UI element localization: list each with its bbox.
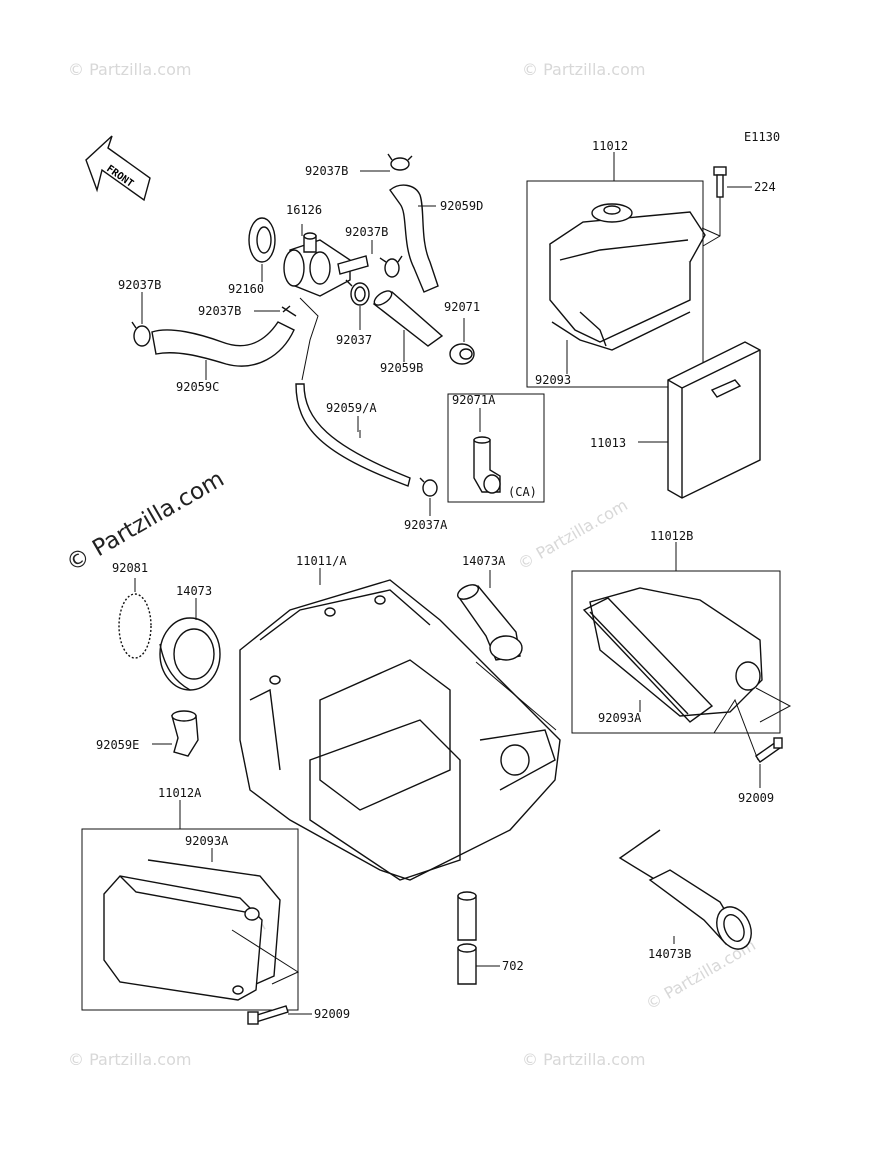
clip-92037B-small bbox=[281, 305, 297, 317]
watermark-top-right: © Partzilla.com bbox=[522, 60, 645, 79]
label-16126: 16126 bbox=[286, 203, 322, 217]
label-14073B: 14073B bbox=[648, 947, 691, 961]
label-92059E: 92059E bbox=[96, 738, 139, 752]
part-11012A-cover bbox=[103, 859, 281, 1001]
diagram-code: E1130 bbox=[744, 130, 780, 144]
duct-14073B bbox=[618, 829, 752, 950]
label-CA: (CA) bbox=[508, 485, 537, 499]
label-11012A: 11012A bbox=[158, 786, 202, 800]
clamp-92037B-top bbox=[387, 153, 413, 171]
label-92009-right: 92009 bbox=[738, 791, 774, 805]
label-92093: 92093 bbox=[535, 373, 571, 387]
clamp-92037A bbox=[419, 477, 438, 497]
label-92093A-left: 92093A bbox=[185, 834, 229, 848]
watermark-bottom-right: © Partzilla.com bbox=[522, 1050, 645, 1069]
kit-box-11012 bbox=[526, 180, 704, 388]
label-11012: 11012 bbox=[592, 139, 628, 153]
label-92160: 92160 bbox=[228, 282, 264, 296]
label-92059B: 92059B bbox=[380, 361, 423, 375]
kit-box-11012A bbox=[81, 828, 299, 1011]
label-92081: 92081 bbox=[112, 561, 148, 575]
label-92071: 92071 bbox=[444, 300, 480, 314]
label-92071A: 92071A bbox=[452, 393, 496, 407]
hose-92059A bbox=[295, 383, 411, 487]
seal-92160 bbox=[248, 217, 276, 263]
label-92037: 92037 bbox=[336, 333, 372, 347]
label-92037A: 92037A bbox=[404, 518, 448, 532]
part-92071A-elbow bbox=[473, 436, 501, 494]
label-92059D: 92059D bbox=[440, 199, 483, 213]
grommet-92071 bbox=[449, 343, 475, 365]
label-14073: 14073 bbox=[176, 584, 212, 598]
elbow-92059E bbox=[171, 710, 199, 757]
label-11012B: 11012B bbox=[650, 529, 693, 543]
label-92009-left: 92009 bbox=[314, 1007, 350, 1021]
part-11012B-cover bbox=[582, 587, 763, 723]
label-92059A: 92059/A bbox=[326, 401, 377, 415]
label-92037B-mid: 92037B bbox=[345, 225, 388, 239]
label-92093A-right: 92093A bbox=[598, 711, 642, 725]
hose-92059C bbox=[151, 321, 295, 367]
duct-14073A bbox=[456, 584, 523, 661]
label-14073A: 14073A bbox=[462, 554, 506, 568]
hose-92059D bbox=[389, 184, 439, 293]
bolt-92009-left bbox=[247, 1005, 289, 1025]
part-11012-cover bbox=[549, 203, 706, 351]
label-702: 702 bbox=[502, 959, 524, 973]
label-92037B-small: 92037B bbox=[198, 304, 241, 318]
label-92037B-top: 92037B bbox=[305, 164, 348, 178]
watermark-bottom-left: © Partzilla.com bbox=[68, 1050, 191, 1069]
watermark-mid-right: © Partzilla.com bbox=[515, 495, 631, 573]
clamp-92037B-left bbox=[131, 321, 151, 347]
clamp-92037 bbox=[345, 279, 370, 306]
label-224: 224 bbox=[754, 180, 776, 194]
label-92059C: 92059C bbox=[176, 380, 219, 394]
clamp-92037B-mid bbox=[379, 255, 403, 278]
housing-11011A bbox=[239, 579, 561, 881]
label-11011A: 11011/A bbox=[296, 554, 347, 568]
tube-702 bbox=[457, 891, 477, 985]
kit-box-92071A bbox=[447, 393, 545, 503]
watermark-top-left: © Partzilla.com bbox=[68, 60, 191, 79]
tube-92059B bbox=[372, 290, 444, 347]
part-11013-element bbox=[667, 341, 761, 499]
spring-92081 bbox=[118, 593, 152, 659]
label-92037B-left: 92037B bbox=[118, 278, 161, 292]
bolt-92009-right bbox=[755, 737, 783, 763]
duct-14073 bbox=[159, 617, 221, 691]
bolt-224 bbox=[713, 166, 727, 198]
valve-16126 bbox=[283, 232, 369, 297]
label-11013: 11013 bbox=[590, 436, 626, 450]
front-arrow-icon: FRONT bbox=[85, 135, 151, 202]
